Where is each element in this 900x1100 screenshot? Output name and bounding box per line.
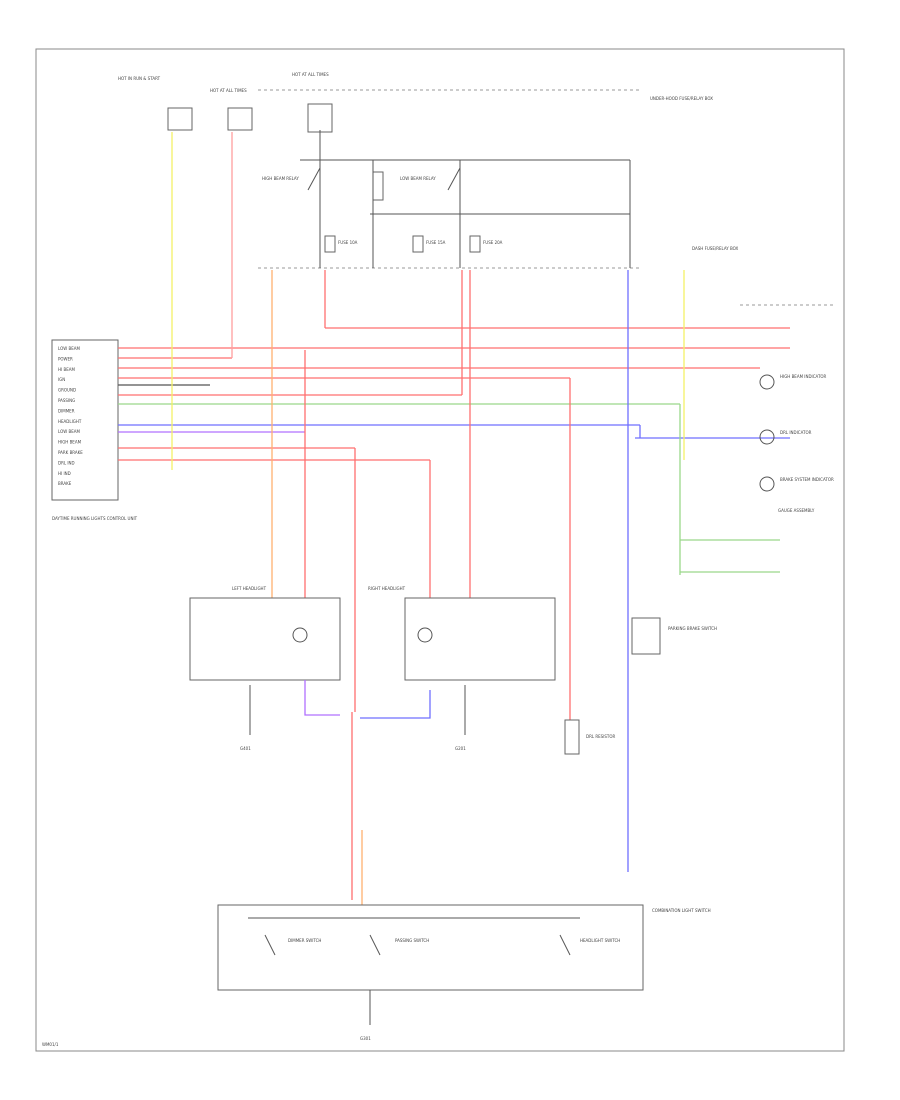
fuse-row-2	[412, 235, 424, 253]
left-headlight-box	[189, 597, 341, 681]
fuse-b	[227, 107, 253, 131]
label-brake-indicator: BRAKE SYSTEM INDICATOR	[780, 477, 834, 482]
label-relay-high: HIGH BEAM RELAY	[262, 176, 299, 181]
label-parking-brake: PARKING BRAKE SWITCH	[668, 626, 717, 631]
label-relay-low: LOW BEAM RELAY	[400, 176, 436, 181]
control-unit-pin-label: LOW BEAM	[58, 429, 80, 434]
wire-purple-bottom	[304, 680, 340, 716]
label-left-headlight: LEFT HEADLIGHT	[232, 586, 267, 591]
passing-contact	[369, 934, 381, 956]
label-resistor: DRL RESISTOR	[586, 734, 616, 739]
label-gauge: GAUGE ASSEMBLY	[778, 508, 815, 513]
relays: HIGH BEAM RELAY LOW BEAM RELAY	[262, 130, 631, 268]
parking-brake-switch: PARKING BRAKE SWITCH	[631, 617, 717, 655]
high-beam-ind-icon	[759, 374, 775, 390]
label-dimmer-switch: DIMMER SWITCH	[288, 938, 321, 943]
combination-switch: COMBINATION LIGHT SWITCH DIMMER SWITCH P…	[217, 904, 711, 1041]
control-unit-pins: LOW BEAM POWER HI BEAM IGN GROUND PASSING DIMM…	[58, 346, 83, 486]
indicators: HIGH BEAM INDICATOR DRL INDICATOR BRAKE …	[680, 374, 834, 573]
label-fuse-10a: FUSE 10A	[338, 240, 358, 245]
label-top-fuse-c: HOT AT ALL TIMES	[292, 72, 329, 77]
control-unit-pin-label: PARK BRAKE	[58, 450, 83, 455]
fuse-row: FUSE 10A FUSE 15A FUSE 20A	[324, 235, 503, 253]
control-unit-pin-label: HEADLIGHT	[58, 419, 82, 424]
combination-switch-box	[217, 904, 644, 991]
right-headlight-box	[404, 597, 556, 681]
top-fuse-labels: HOT IN RUN & START HOT AT ALL TIMES HOT …	[118, 72, 739, 251]
fuse-row-1	[324, 235, 336, 253]
relay-high-switch	[307, 167, 321, 191]
control-unit-pin-label: DRL IND	[58, 460, 75, 465]
control-unit-pin-label: BRAKE	[58, 481, 72, 486]
label-fuse-15a: FUSE 15A	[426, 240, 446, 245]
fuse-row-3	[469, 235, 481, 253]
vertical-wires	[171, 132, 685, 905]
label-ground-g301: G301	[360, 1036, 371, 1041]
control-unit-pin-label: DIMMER	[58, 408, 75, 413]
headlights: LEFT HEADLIGHT RIGHT HEADLIGHT	[189, 586, 556, 681]
label-ground-g401: G401	[240, 746, 251, 751]
drl-indicator-icon	[759, 429, 775, 445]
control-unit-pin-label: HIGH BEAM	[58, 440, 82, 445]
parking-brake-box	[631, 617, 661, 655]
label-fuse-20a: FUSE 20A	[483, 240, 503, 245]
control-unit-pin-label: LOW BEAM	[58, 346, 80, 351]
bottom-cross-wires	[304, 680, 431, 719]
left-bulb-icon	[292, 627, 308, 643]
label-right-headlight: RIGHT HEADLIGHT	[368, 586, 406, 591]
relay-low-switch	[447, 167, 461, 191]
control-unit-pin-label: HI BEAM	[58, 367, 75, 372]
label-passing-switch: PASSING SWITCH	[395, 938, 429, 943]
drl-resistor-box	[564, 719, 580, 755]
control-unit-pin-label: PASSING	[58, 398, 75, 403]
label-combination-switch: COMBINATION LIGHT SWITCH	[652, 908, 711, 913]
footer-code: WM01/1	[42, 1042, 59, 1047]
label-control-unit: DAYTIME RUNNING LIGHTS CONTROL UNIT	[52, 516, 138, 521]
label-ground-g201: G201	[455, 746, 466, 751]
headlight-contact	[559, 934, 571, 956]
diagram-frame	[35, 48, 845, 1052]
label-top-fuse-a: HOT IN RUN & START	[118, 76, 161, 81]
fuse-c	[307, 103, 333, 133]
fuse-group-top	[167, 103, 333, 133]
drl-resistor: DRL RESISTOR	[564, 719, 616, 755]
control-unit-pin-label: HI IND	[58, 471, 71, 476]
wire-blue-bottom	[360, 690, 431, 719]
dimmer-contact	[264, 934, 276, 956]
control-unit-pin-label: IGN	[58, 377, 65, 382]
relay-high-coil	[372, 171, 384, 201]
label-drl-indicator: DRL INDICATOR	[780, 430, 812, 435]
label-underhood-box: UNDER-HOOD FUSE/RELAY BOX	[650, 96, 713, 101]
right-bulb-icon	[417, 627, 433, 643]
control-unit-box	[51, 339, 119, 501]
label-top-fuse-b: HOT AT ALL TIMES	[210, 88, 247, 93]
fuse-a	[167, 107, 193, 131]
label-dash-box: DASH FUSE/RELAY BOX	[692, 246, 739, 251]
control-unit-pin-label: GROUND	[58, 388, 76, 393]
label-high-beam-ind: HIGH BEAM INDICATOR	[780, 374, 827, 379]
brake-indicator-icon	[759, 476, 775, 492]
label-headlight-switch: HEADLIGHT SWITCH	[580, 938, 620, 943]
harness-wires	[118, 327, 790, 461]
control-unit-pin-label: POWER	[58, 356, 73, 361]
grounds: G401 G201	[240, 685, 466, 751]
